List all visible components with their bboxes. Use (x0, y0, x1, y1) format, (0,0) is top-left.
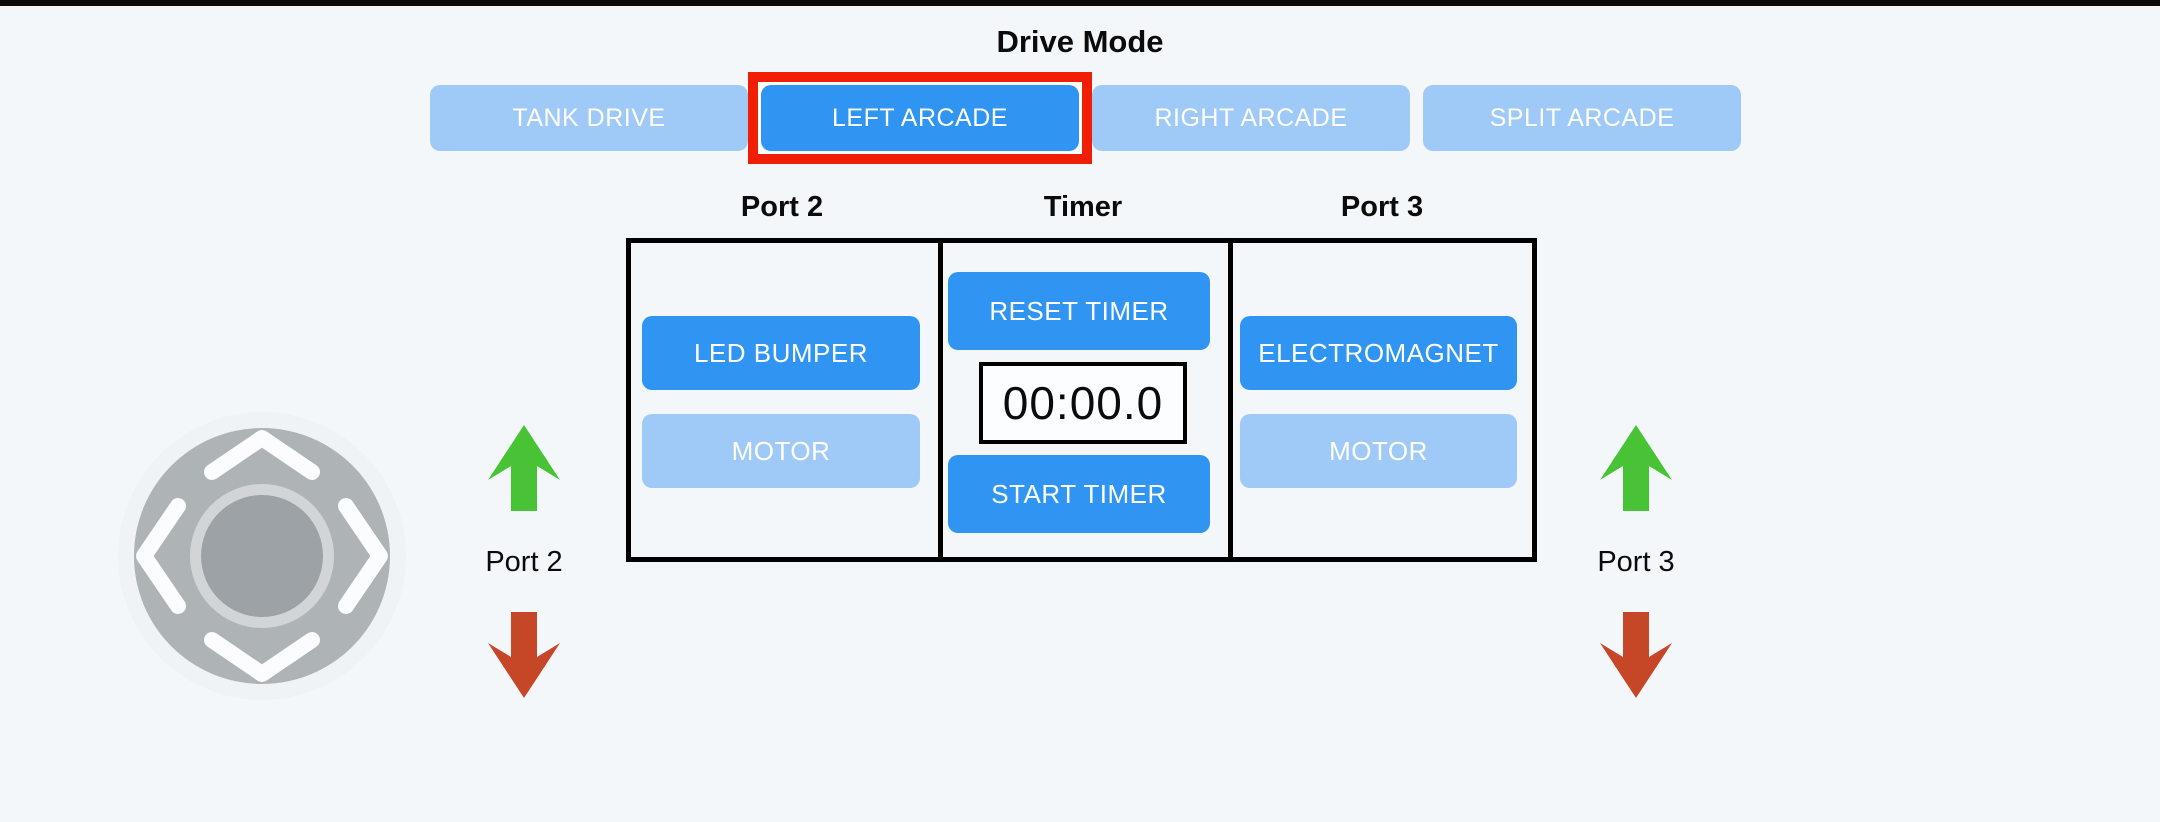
port2-column-header: Port 2 (740, 191, 824, 223)
timer-column-header: Timer (1043, 191, 1123, 223)
port3-motor-button[interactable]: MOTOR (1240, 414, 1517, 488)
selected-drive-mode-outline: LEFT ARCADE (748, 72, 1092, 164)
top-bar (0, 0, 2160, 6)
drive-mode-split-arcade-button[interactable]: SPLIT ARCADE (1423, 85, 1741, 151)
arrow-up-icon (488, 425, 560, 511)
port2-led-bumper-button[interactable]: LED BUMPER (642, 316, 920, 390)
reset-timer-button[interactable]: RESET TIMER (948, 272, 1210, 350)
chevron-down-icon (204, 632, 320, 682)
timer-display: 00:00.0 (979, 362, 1187, 444)
joystick[interactable] (117, 411, 407, 701)
arrow-up-icon (1600, 425, 1672, 511)
port3-up-arrow-button[interactable] (1597, 423, 1675, 513)
chevron-up-icon (204, 430, 320, 480)
start-timer-button[interactable]: START TIMER (948, 455, 1210, 533)
chevron-right-icon (338, 498, 388, 614)
port2-arrow-label: Port 2 (485, 546, 563, 578)
control-panel-table (626, 238, 1537, 562)
port3-down-arrow-button[interactable] (1597, 610, 1675, 700)
drive-mode-right-arcade-button[interactable]: RIGHT ARCADE (1092, 85, 1410, 151)
port3-column-header: Port 3 (1340, 191, 1424, 223)
chevron-left-icon (136, 498, 186, 614)
page-title: Drive Mode (996, 24, 1164, 59)
drive-mode-left-arcade-button[interactable]: LEFT ARCADE (761, 85, 1079, 151)
joystick-graphic (118, 412, 406, 700)
arrow-down-icon (488, 612, 560, 698)
column-divider (1228, 243, 1233, 557)
joystick-knob[interactable] (201, 495, 323, 617)
port2-up-arrow-button[interactable] (485, 423, 563, 513)
port2-down-arrow-button[interactable] (485, 610, 563, 700)
port2-motor-button[interactable]: MOTOR (642, 414, 920, 488)
column-divider (938, 243, 943, 557)
port3-arrow-label: Port 3 (1597, 546, 1675, 578)
drive-mode-tank-drive-button[interactable]: TANK DRIVE (430, 85, 748, 151)
port3-electromagnet-button[interactable]: ELECTROMAGNET (1240, 316, 1517, 390)
arrow-down-icon (1600, 612, 1672, 698)
